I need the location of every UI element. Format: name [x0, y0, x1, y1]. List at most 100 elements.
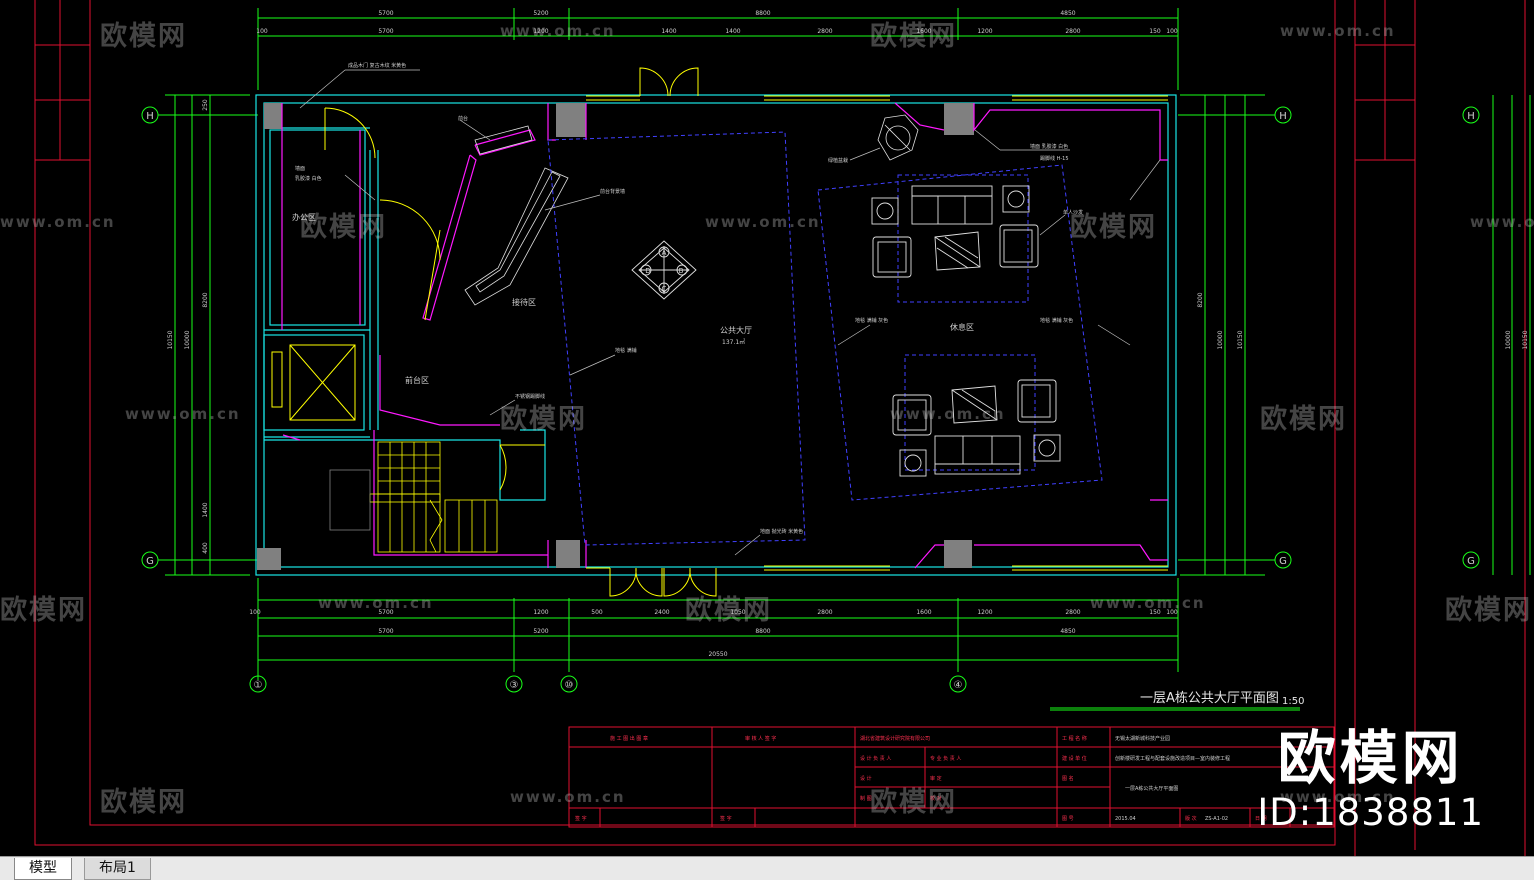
layout-tab-bar: 模型 布局1	[0, 856, 1534, 880]
svg-text:地毯 满铺 灰色: 地毯 满铺 灰色	[1040, 317, 1073, 324]
annotation-labels: 成品木门 复古木纹 米黄色 墙面 乳胶漆 白色 前台 前台背景墙 地毯 满铺 不…	[295, 62, 1083, 535]
tb-sheet-no: ZS-A1-02	[1205, 816, 1228, 822]
cad-model-space[interactable]: H G H G H G ① ③ ⑩ ④ 5700 5200 8800 4850 …	[0, 0, 1534, 856]
svg-text:不锈钢踢脚线: 不锈钢踢脚线	[515, 393, 545, 400]
carpet-outlines	[547, 131, 1103, 546]
svg-text:1400: 1400	[725, 28, 740, 35]
svg-text:10150: 10150	[1522, 330, 1529, 349]
zone-reception-label: 接待区	[512, 297, 536, 307]
svg-text:8800: 8800	[755, 10, 770, 17]
svg-text:2800: 2800	[817, 609, 832, 616]
svg-text:5200: 5200	[533, 10, 548, 17]
svg-text:签 字: 签 字	[720, 815, 732, 822]
floor-plan-drawing: H G H G H G ① ③ ⑩ ④ 5700 5200 8800 4850 …	[34, 0, 1531, 856]
svg-text:踢脚线 H-15: 踢脚线 H-15	[1040, 155, 1069, 162]
svg-text:400: 400	[202, 542, 209, 554]
svg-text:1050: 1050	[730, 609, 745, 616]
svg-text:B: B	[679, 267, 684, 275]
svg-text:5200: 5200	[533, 628, 548, 635]
svg-text:250: 250	[202, 99, 209, 111]
svg-text:4850: 4850	[1060, 10, 1075, 17]
tb-company: 湖北省建筑设计研究院有限公司	[860, 735, 930, 742]
svg-text:审 定: 审 定	[930, 775, 942, 782]
structural-columns	[257, 103, 974, 570]
svg-text:前台: 前台	[458, 115, 468, 122]
room-area-label: 137.1㎡	[722, 338, 745, 346]
svg-text:单人沙发: 单人沙发	[1063, 209, 1083, 216]
dimension-text: 5700 5200 8800 4850 100 5700 1200 1400 1…	[249, 10, 1178, 658]
axis-label-2: ③	[510, 680, 519, 691]
svg-text:1200: 1200	[977, 609, 992, 616]
svg-text:10150: 10150	[167, 330, 174, 349]
svg-text:A: A	[662, 249, 667, 257]
axis-label-g-far: G	[1467, 556, 1475, 567]
axis-label-h-right: H	[1279, 111, 1287, 122]
axis-label-g-right: G	[1279, 556, 1287, 567]
svg-text:成品木门 复古木纹 米黄色: 成品木门 复古木纹 米黄色	[348, 62, 406, 69]
svg-text:1600: 1600	[916, 609, 931, 616]
svg-text:专 业 负 责 人: 专 业 负 责 人	[930, 755, 961, 762]
svg-text:制 图: 制 图	[860, 795, 872, 802]
exterior-walls	[255, 94, 1177, 576]
drawing-title: 一层A栋公共大厅平面图	[1140, 690, 1279, 706]
interior-partitions	[281, 102, 1168, 569]
svg-text:绿植盆栽: 绿植盆栽	[828, 157, 848, 164]
svg-text:10000: 10000	[1505, 330, 1512, 349]
svg-text:版 次: 版 次	[1185, 815, 1197, 822]
svg-text:C: C	[662, 285, 667, 293]
svg-text:8200: 8200	[202, 292, 209, 307]
axis-label-1: ①	[254, 680, 263, 691]
room-name-label: 公共大厅	[720, 325, 752, 335]
svg-text:8200: 8200	[1197, 292, 1204, 307]
svg-text:10000: 10000	[184, 330, 191, 349]
svg-text:100: 100	[1166, 28, 1178, 35]
svg-text:地毯 满铺: 地毯 满铺	[615, 347, 637, 354]
svg-text:设 计: 设 计	[860, 775, 872, 782]
svg-text:10150: 10150	[1237, 330, 1244, 349]
svg-text:5700: 5700	[378, 10, 393, 17]
svg-text:设 计 负 责 人: 设 计 负 责 人	[860, 755, 891, 762]
svg-text:5700: 5700	[378, 609, 393, 616]
tb-project: 无锡太湖新城科技产业园	[1115, 735, 1170, 742]
tb-label-stage: 施 工 图 出 图 章	[610, 735, 648, 742]
svg-text:1200: 1200	[977, 28, 992, 35]
drawing-frame	[34, 0, 1526, 856]
tb-sheet-title: 一层A栋公共大厅平面图	[1125, 785, 1178, 792]
stairs	[329, 441, 498, 553]
zone-rest-label: 休息区	[950, 322, 974, 332]
tb-date: 2015.04	[1115, 816, 1136, 822]
svg-text:150: 150	[1149, 609, 1161, 616]
dimension-lines	[165, 8, 1531, 711]
svg-text:乳胶漆 白色: 乳胶漆 白色	[295, 175, 322, 182]
lounge-furniture-top	[871, 185, 1039, 278]
svg-text:地面 抛光砖 米黄色: 地面 抛光砖 米黄色	[760, 528, 803, 535]
plant-pot	[877, 114, 919, 161]
svg-text:1200: 1200	[533, 28, 548, 35]
svg-text:墙面 乳胶漆 白色: 墙面 乳胶漆 白色	[1030, 143, 1068, 150]
reception-desk	[464, 125, 569, 306]
tb-label-owner: 建 设 单 位	[1062, 755, 1087, 762]
svg-text:D: D	[645, 267, 650, 275]
doors-windows	[271, 67, 1168, 597]
svg-text:1400: 1400	[661, 28, 676, 35]
svg-text:1600: 1600	[916, 28, 931, 35]
svg-text:5700: 5700	[378, 628, 393, 635]
svg-text:100: 100	[1166, 609, 1178, 616]
tab-model[interactable]: 模型	[14, 858, 72, 880]
svg-text:500: 500	[591, 609, 603, 616]
tb-subproject: 创新楼研发工程与配套设施改造项目—室内装修工程	[1115, 755, 1230, 762]
axis-label-4: ④	[954, 680, 963, 691]
annotation-leaders	[299, 69, 1161, 556]
side-dimension-text: 10150 10000 8200 1400 250 400 10000 1015…	[167, 99, 1529, 554]
svg-text:20550: 20550	[708, 651, 727, 658]
tab-layout-1[interactable]: 布局1	[84, 858, 151, 880]
svg-text:签 字: 签 字	[575, 815, 587, 822]
axis-label-g-left: G	[146, 556, 154, 567]
svg-text:墙面: 墙面	[295, 165, 305, 172]
tb-label-no: 图 号	[1062, 816, 1074, 822]
svg-text:2800: 2800	[1065, 28, 1080, 35]
tb-label-drawing: 图 名	[1062, 775, 1074, 782]
drawing-scale: 1:50	[1282, 696, 1304, 707]
axis-label-3: ⑩	[565, 680, 574, 691]
svg-text:5700: 5700	[378, 28, 393, 35]
